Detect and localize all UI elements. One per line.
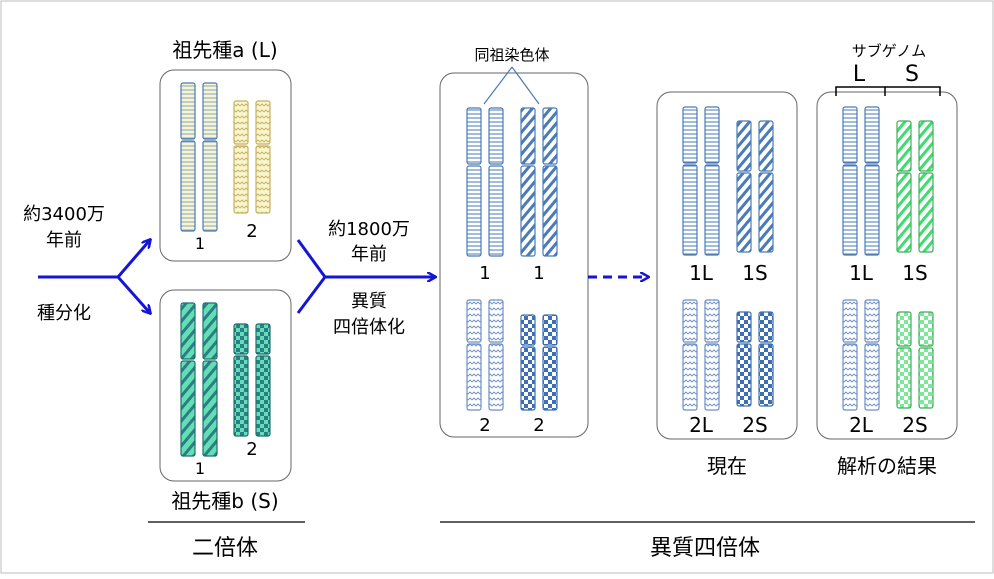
tetra-chr2-left-label: 2 — [479, 415, 490, 436]
tetra-chr1-S-pair — [520, 107, 558, 257]
tetraploid-group-label: 異質四倍体 — [650, 536, 760, 561]
current-chr1L-pair — [682, 106, 720, 256]
result-chr2S-pair — [896, 311, 934, 409]
current-chr1S-pair — [736, 120, 774, 253]
panel-allotetraploid — [439, 72, 589, 438]
ancestor-b-chr1-pair — [180, 302, 218, 457]
result-chr1S-label: 1S — [902, 261, 927, 285]
current-chr1S-label: 1S — [742, 261, 767, 285]
speciation-arrow — [38, 240, 150, 313]
ancestor-b-chr2-pair — [233, 323, 271, 437]
speciation-label: 種分化 — [37, 303, 91, 324]
polyploidization-arrow — [296, 239, 435, 314]
panel-ancestor-b — [159, 289, 292, 482]
ancestor-a-chr2-pair — [233, 100, 271, 214]
ancestor-a-title: 祖先種a (L) — [172, 38, 277, 62]
tetra-chr1-left-label: 1 — [479, 263, 490, 284]
current-chr2L-pair — [682, 299, 720, 411]
panel-result — [816, 91, 958, 440]
ancestor-b-title: 祖先種b (S) — [171, 489, 278, 513]
speciation-time-line1: 約3400万 — [23, 204, 105, 225]
result-caption: 解析の結果 — [837, 454, 937, 478]
diploid-group-label: 二倍体 — [192, 536, 258, 561]
polyploid-line1: 異質 — [351, 291, 387, 312]
subgenome-L-label: L — [853, 62, 866, 87]
panel-current — [656, 91, 798, 440]
tetra-chr2-S-pair — [520, 314, 558, 411]
tetra-chr2-right-label: 2 — [533, 415, 544, 436]
ancestor-a-chr2-label: 2 — [246, 221, 257, 242]
polyploid-line2: 四倍体化 — [333, 317, 405, 338]
subgenome-S-label: S — [905, 62, 919, 87]
tetra-chr1-L-pair — [466, 107, 504, 257]
subgenome-label: サブゲノム — [852, 42, 927, 60]
result-chr2S-label: 2S — [902, 413, 927, 437]
result-chr2L-label: 2L — [849, 413, 874, 437]
homologous-label: 同祖染色体 — [474, 46, 549, 64]
speciation-time-line2: 年前 — [46, 230, 82, 251]
polyploid-time-line2: 年前 — [351, 244, 387, 265]
current-chr2L-label: 2L — [689, 413, 714, 437]
result-chr2L-pair — [842, 299, 880, 411]
current-caption: 現在 — [707, 454, 747, 478]
ancestor-a-chr1-label: 1 — [195, 234, 205, 253]
result-chr1L-label: 1L — [849, 261, 874, 285]
result-chr1S-pair — [896, 120, 934, 253]
homologous-pointer-lines — [483, 66, 540, 105]
current-chr2S-label: 2S — [742, 413, 767, 437]
ancestor-a-chr1-pair — [180, 82, 218, 232]
tetra-chr2-L-pair — [466, 299, 504, 411]
polyploid-time-line1: 約1800万 — [328, 219, 410, 240]
subgenome-brackets — [835, 86, 941, 96]
current-chr2S-pair — [736, 311, 774, 407]
tetra-chr1-right-label: 1 — [533, 263, 544, 284]
ancestor-b-chr1-label: 1 — [195, 459, 205, 478]
current-chr1L-label: 1L — [689, 261, 714, 285]
result-chr1L-pair — [842, 106, 880, 256]
panel-ancestor-a — [159, 69, 292, 262]
ancestor-b-chr2-label: 2 — [246, 439, 257, 460]
